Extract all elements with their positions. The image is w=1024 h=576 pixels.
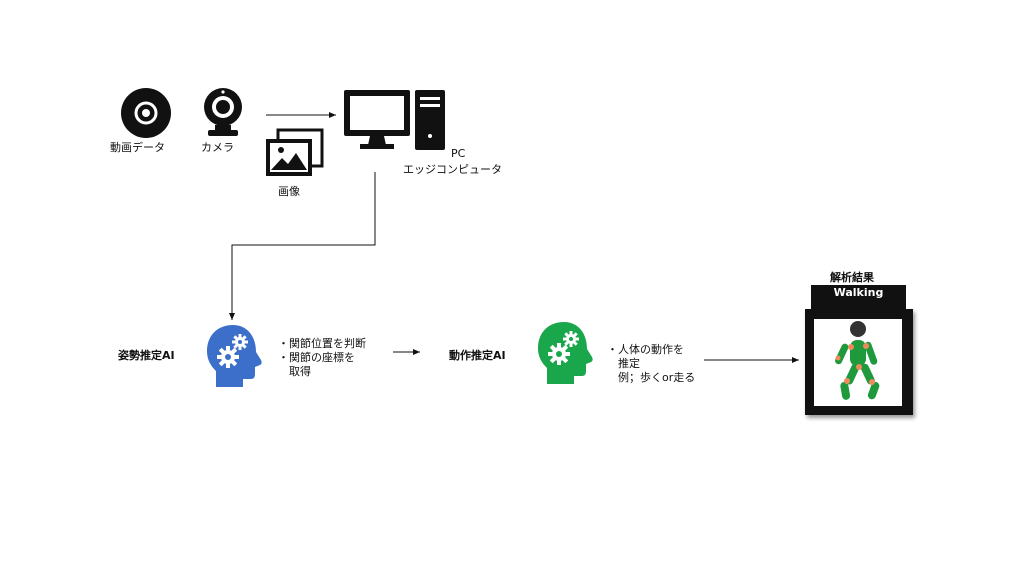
result-badge: Walking (811, 285, 906, 309)
arrow-pc-to-pose-ai (229, 172, 376, 320)
pose-ai-desc-line: ・関節位置を判断 (278, 337, 366, 350)
result-title: 解析結果 (830, 271, 874, 284)
ai-head-gears-icon (207, 325, 262, 387)
images-icon (266, 128, 324, 176)
webcam-icon (204, 88, 242, 136)
action-ai-desc-line: ・人体の動作を (607, 343, 684, 356)
action-ai-description: ・人体の動作を 推定 例；歩くor走る (607, 343, 695, 385)
pose-ai-desc-line: 取得 (278, 365, 311, 378)
ai-head-gears-icon (538, 322, 593, 384)
pc-label: PC (451, 147, 466, 160)
action-ai-title: 動作推定AI (449, 349, 506, 362)
desktop-pc-icon (344, 90, 445, 150)
image-label: 画像 (278, 185, 300, 198)
camera-label: カメラ (201, 141, 234, 154)
pose-ai-desc-line: ・関節の座標を (278, 351, 355, 364)
video-data-label: 動画データ (110, 141, 165, 154)
pose-ai-description: ・関節位置を判断 ・関節の座標を 取得 (278, 337, 366, 379)
action-ai-desc-line: 例；歩くor走る (607, 371, 696, 384)
pose-ai-title: 姿勢推定AI (118, 349, 175, 362)
walking-figure-icon (835, 321, 880, 400)
action-ai-desc-line: 推定 (607, 357, 640, 370)
edge-computer-label: エッジコンピュータ (403, 163, 502, 176)
disc-icon (121, 88, 171, 138)
